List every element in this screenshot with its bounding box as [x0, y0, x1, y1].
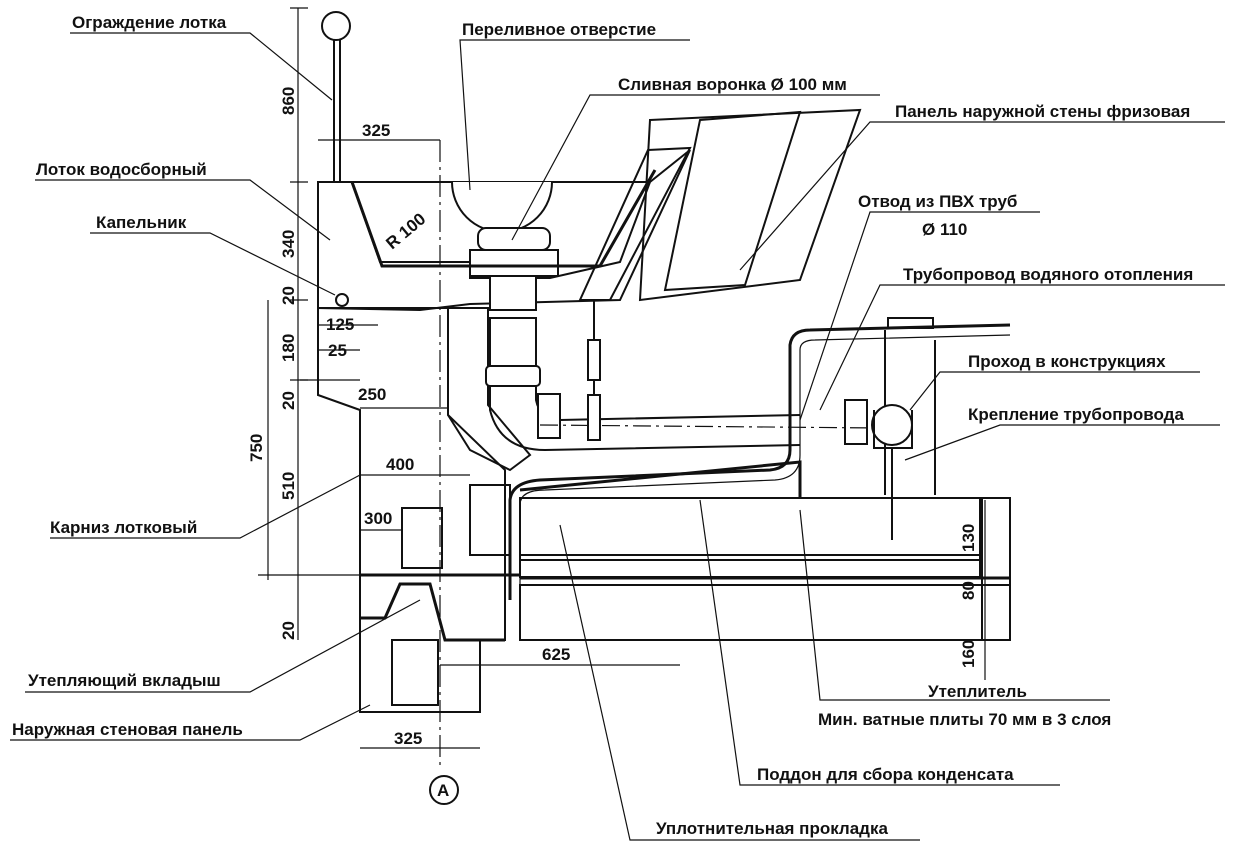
tray-railing-shape — [321, 11, 351, 182]
label-tray-railing: Ограждение лотка — [72, 13, 227, 32]
label-mineral-wool: Мин. ватные плиты 70 мм в 3 слоя — [818, 710, 1111, 729]
dim-400: 400 — [386, 455, 414, 474]
dim-625: 625 — [542, 645, 570, 664]
label-heating-pipe: Трубопровод водяного отопления — [903, 265, 1193, 284]
label-insulation: Утеплитель — [928, 682, 1027, 701]
dim-300: 300 — [364, 509, 392, 528]
funnel-hanger — [587, 300, 601, 441]
dim-860: 860 — [279, 87, 298, 115]
dim-125: 125 — [326, 315, 354, 334]
label-facade-panel: Панель наружной стены фризовая — [895, 102, 1190, 121]
dim-80: 80 — [959, 581, 978, 600]
drip-shape — [335, 293, 349, 307]
label-sealing-gasket: Уплотнительная прокладка — [656, 819, 888, 838]
label-collecting-tray: Лоток водосборный — [36, 160, 207, 179]
callout-labels: Ограждение лотка Переливное отверстие Сл… — [12, 13, 1193, 838]
label-overflow-hole: Переливное отверстие — [462, 20, 656, 39]
label-pipe-mount: Крепление трубопровода — [968, 405, 1184, 424]
dim-20-b: 20 — [279, 391, 298, 410]
dim-340: 340 — [279, 230, 298, 258]
pipe-mount-shape — [871, 404, 913, 540]
dim-325-top: 325 — [362, 121, 390, 140]
dim-25: 25 — [328, 341, 347, 360]
label-outer-wall-panel: Наружная стеновая панель — [12, 720, 243, 739]
label-insulating-insert: Утепляющий вкладыш — [28, 671, 221, 690]
facade-panel-body — [578, 108, 862, 302]
overflow-hole-shape — [451, 181, 553, 233]
label-cornice: Карниз лотковый — [50, 518, 197, 537]
pvc-bend-shape — [489, 386, 881, 452]
dim-160: 160 — [959, 640, 978, 668]
label-pvc-bend-2: Ø 110 — [922, 220, 967, 239]
label-drain-funnel: Сливная воронка Ø 100 мм — [618, 75, 847, 94]
dim-510: 510 — [279, 472, 298, 500]
dim-20-a: 20 — [279, 286, 298, 305]
label-passage: Проход в конструкциях — [968, 352, 1166, 371]
dimension-texts: 860 325 340 20 125 180 25 20 250 750 400… — [247, 87, 978, 748]
label-drip: Капельник — [96, 213, 187, 232]
dim-r100: R 100 — [382, 209, 429, 253]
drain-funnel-shape — [469, 227, 559, 387]
dim-325-bottom: 325 — [394, 729, 422, 748]
label-axis-a: А — [437, 781, 449, 800]
dim-20-c: 20 — [279, 621, 298, 640]
structure — [317, 11, 1011, 805]
floor-slab — [360, 497, 1011, 641]
dimension-lines — [258, 7, 986, 749]
condensate-tray-shape — [519, 460, 802, 498]
leader-lines — [10, 32, 1225, 841]
dim-130: 130 — [959, 524, 978, 552]
dim-250: 250 — [358, 385, 386, 404]
label-condensate-tray: Поддон для сбора конденсата — [757, 765, 1014, 784]
dim-180: 180 — [279, 334, 298, 362]
outer-wall-panel-body — [359, 574, 506, 713]
heating-pipe-shape — [508, 323, 1011, 600]
label-pvc-bend-1: Отвод из ПВХ труб — [858, 192, 1017, 211]
dim-750: 750 — [247, 434, 266, 462]
